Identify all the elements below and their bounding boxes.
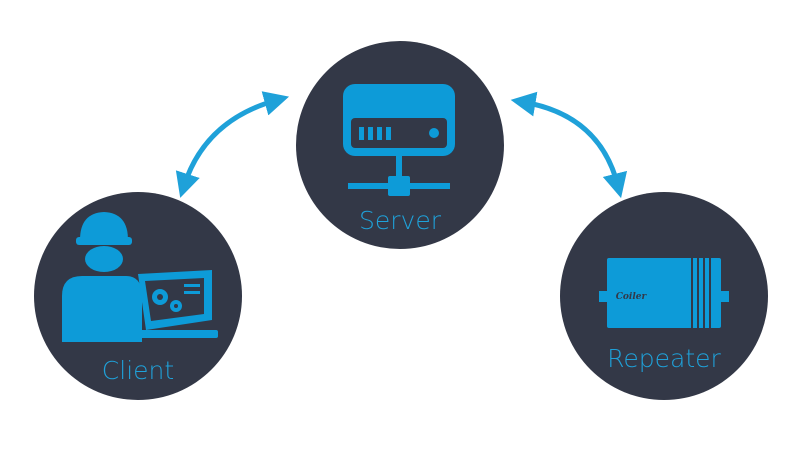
repeater-node: Coiler xyxy=(560,192,768,400)
client-label: Client xyxy=(101,356,175,385)
server-node xyxy=(296,41,504,249)
repeater-label: Repeater xyxy=(607,344,721,373)
client-node xyxy=(34,192,242,400)
repeater-brand-text: Coiler xyxy=(616,292,648,302)
arrow-client-server xyxy=(175,91,290,198)
server-label: Server xyxy=(359,206,441,235)
repeater-device-icon: Coiler xyxy=(599,258,729,328)
server-icon xyxy=(343,84,455,196)
engineer-laptop-icon xyxy=(62,212,218,342)
arrow-server-repeater xyxy=(510,91,628,199)
